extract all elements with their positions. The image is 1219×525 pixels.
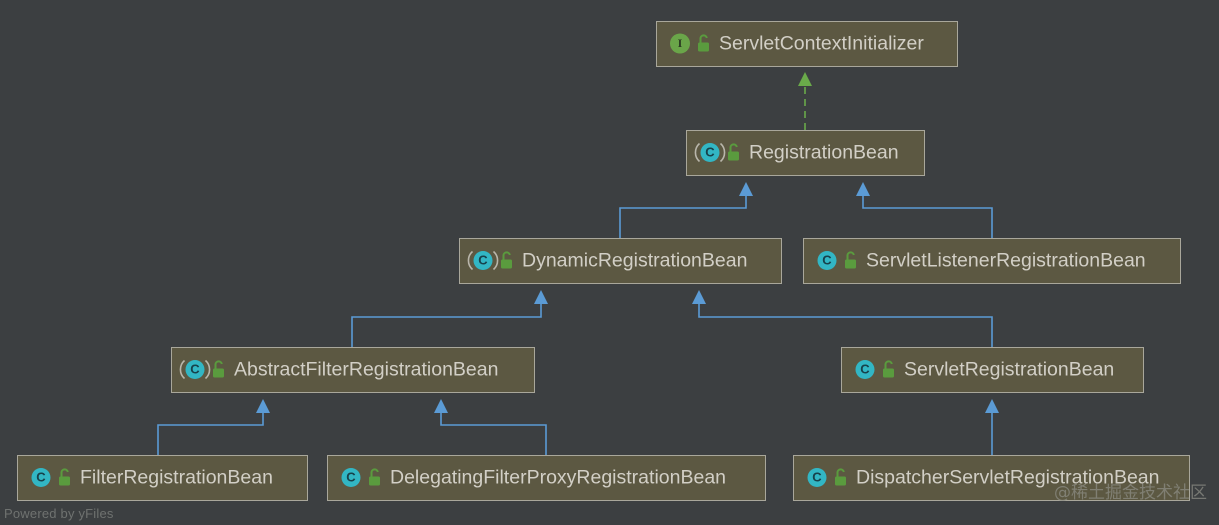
svg-text:C: C xyxy=(812,469,822,484)
edge-extends xyxy=(692,290,993,347)
lock-icon xyxy=(728,143,739,161)
node-background xyxy=(793,455,1190,501)
node-label: RegistrationBean xyxy=(749,142,899,164)
edge-arrowhead xyxy=(256,399,270,413)
edge-line xyxy=(862,193,993,238)
lock-icon xyxy=(883,360,894,378)
class-node-dynamic-registration-bean[interactable]: C DynamicRegistrationBean xyxy=(459,238,782,284)
lock-icon xyxy=(845,251,856,269)
node-label: ServletContextInitializer xyxy=(719,33,924,55)
edge-arrowhead xyxy=(692,290,706,304)
watermark-label: @稀土掘金技术社区 xyxy=(1054,483,1207,503)
svg-text:C: C xyxy=(190,361,200,376)
class-node-servlet-registration-bean[interactable]: C ServletRegistrationBean xyxy=(841,347,1144,393)
edge-arrowhead xyxy=(985,399,999,413)
svg-text:C: C xyxy=(822,252,832,267)
svg-text:C: C xyxy=(478,252,488,267)
class-node-dispatcher-servlet-registration-bean[interactable]: C DispatcherServletRegistrationBean xyxy=(793,455,1190,501)
edge-extends xyxy=(619,182,753,238)
node-background xyxy=(327,455,766,501)
class-icon: C xyxy=(341,468,361,487)
edge-line xyxy=(698,301,993,347)
edge-line xyxy=(619,193,747,238)
edge-arrowhead xyxy=(534,290,548,304)
edge-arrowhead xyxy=(434,399,448,413)
class-node-registration-bean[interactable]: C RegistrationBean xyxy=(686,130,925,176)
abstract-class-icon: C xyxy=(694,142,726,163)
lock-icon xyxy=(369,468,380,486)
svg-text:C: C xyxy=(705,144,715,159)
edge-extends xyxy=(985,399,999,455)
lock-icon xyxy=(59,468,70,486)
svg-text:C: C xyxy=(36,469,46,484)
edge-arrowhead xyxy=(798,72,812,86)
edge-implements xyxy=(798,72,812,130)
node-label: ServletListenerRegistrationBean xyxy=(866,250,1146,272)
edge-arrowhead xyxy=(856,182,870,196)
class-icon: C xyxy=(807,468,827,487)
powered-by-label: Powered by yFiles xyxy=(4,506,114,521)
edge-extends xyxy=(351,290,548,347)
svg-text:C: C xyxy=(860,361,870,376)
node-background xyxy=(686,130,925,176)
edge-line xyxy=(440,410,547,455)
interface-icon: I xyxy=(670,33,690,54)
node-background xyxy=(459,238,782,284)
node-label: AbstractFilterRegistrationBean xyxy=(234,359,498,381)
node-background xyxy=(171,347,535,393)
edge-extends xyxy=(434,399,547,455)
class-node-servlet-listener-registration-bean[interactable]: C ServletListenerRegistrationBean xyxy=(803,238,1181,284)
node-label: FilterRegistrationBean xyxy=(80,467,273,489)
lock-icon xyxy=(501,251,512,269)
lock-icon xyxy=(835,468,846,486)
edge-extends xyxy=(856,182,993,238)
node-label: DelegatingFilterProxyRegistrationBean xyxy=(390,467,726,489)
node-label: DynamicRegistrationBean xyxy=(522,250,747,272)
class-icon: C xyxy=(817,251,837,270)
edges-layer xyxy=(157,72,999,455)
node-background xyxy=(803,238,1181,284)
abstract-class-icon: C xyxy=(467,250,499,271)
class-icon: C xyxy=(31,468,51,487)
class-node-servlet-context-initializer[interactable]: I ServletContextInitializer xyxy=(656,21,958,67)
class-node-filter-registration-bean[interactable]: C FilterRegistrationBean xyxy=(17,455,308,501)
edge-line xyxy=(351,301,542,347)
lock-icon xyxy=(698,34,709,52)
node-label: ServletRegistrationBean xyxy=(904,359,1114,381)
edge-line xyxy=(157,410,264,455)
edge-extends xyxy=(157,399,270,455)
class-icon: C xyxy=(855,360,875,379)
lock-icon xyxy=(213,360,224,378)
node-label: DispatcherServletRegistrationBean xyxy=(856,467,1160,489)
abstract-class-icon: C xyxy=(179,359,211,380)
svg-text:C: C xyxy=(346,469,356,484)
class-node-delegating-filter-proxy-registration-bean[interactable]: C DelegatingFilterProxyRegistrationBean xyxy=(327,455,766,501)
svg-text:I: I xyxy=(678,36,683,50)
class-node-abstract-filter-registration-bean[interactable]: C AbstractFilterRegistrationBean xyxy=(171,347,535,393)
edge-arrowhead xyxy=(739,182,753,196)
